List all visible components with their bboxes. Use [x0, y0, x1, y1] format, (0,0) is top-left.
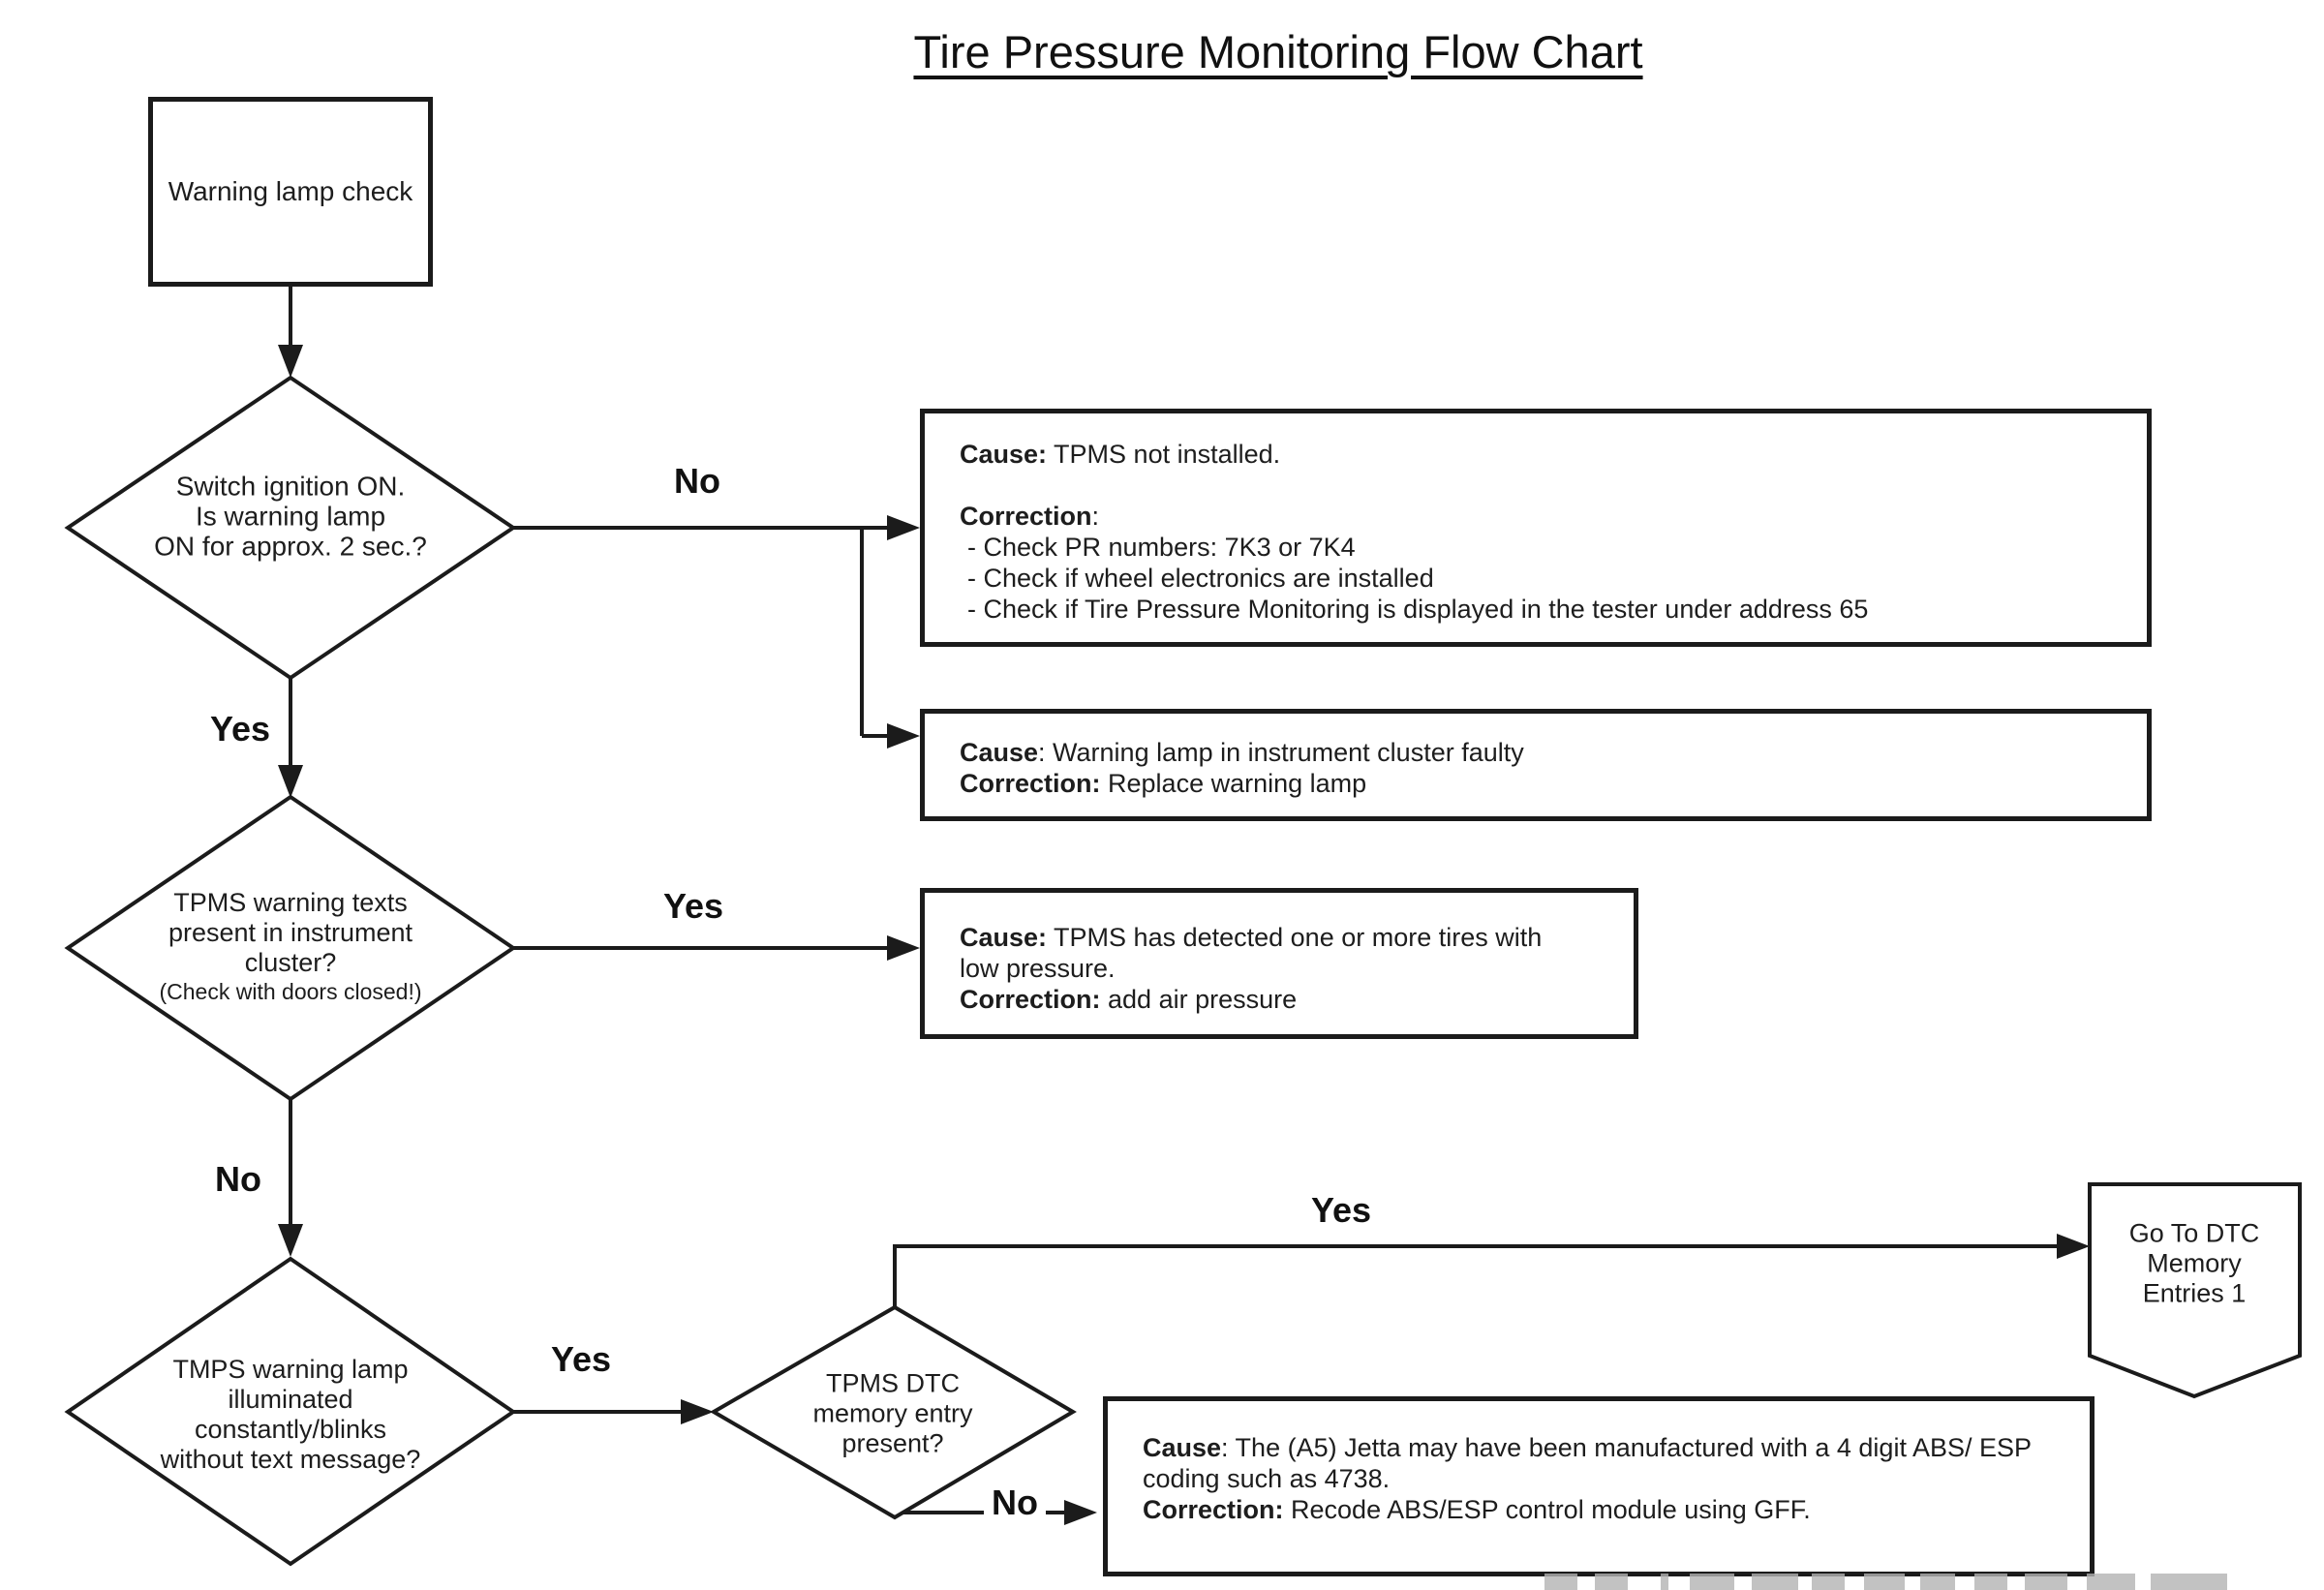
decision4-text: TPMS DTC memory entry present?	[812, 1368, 973, 1458]
edge-label-yes2: Yes	[662, 886, 724, 926]
decision1-text: Switch ignition ON. Is warning lamp ON f…	[154, 471, 427, 562]
correction-item: - Check if wheel electronics are install…	[967, 564, 1434, 593]
cause-box-warning-lamp-faulty: Cause: Warning lamp in instrument cluste…	[920, 709, 2152, 821]
page-title: Tire Pressure Monitoring Flow Chart	[913, 26, 1643, 77]
cause-box-low-pressure: Cause: TPMS has detected one or more tir…	[920, 888, 1638, 1039]
edge-label-no2: No	[215, 1159, 261, 1199]
edge-label-no1: No	[674, 461, 720, 501]
decision1-diamond	[64, 375, 517, 681]
offpage-connector-text: Go To DTC Memory Entries 1	[2128, 1218, 2260, 1308]
edge-label-yes1: Yes	[209, 709, 271, 749]
correction-item: - Check if Tire Pressure Monitoring is d…	[967, 595, 1869, 624]
edge-label-yes4: Yes	[1310, 1190, 1372, 1230]
decision2-diamond	[64, 794, 517, 1102]
start-node: Warning lamp check	[148, 97, 433, 287]
edge-label-no3: No	[984, 1483, 1046, 1523]
decision2-note: (Check with doors closed!)	[159, 979, 422, 1004]
decision2-text: TPMS warning texts present in instrument…	[159, 888, 422, 1004]
cause-box-tpms-not-installed: Cause: TPMS not installed. Correction: -…	[920, 409, 2152, 647]
arrowheads	[278, 345, 2090, 1525]
watermark-fragment	[1544, 1574, 2227, 1590]
decision3-text: TMPS warning lamp illuminated constantly…	[160, 1355, 421, 1474]
edge-label-yes3: Yes	[550, 1339, 612, 1379]
correction-item: - Check PR numbers: 7K3 or 7K4	[967, 533, 1356, 562]
decision3-diamond	[64, 1256, 517, 1567]
start-node-label: Warning lamp check	[168, 176, 413, 206]
decision4-diamond	[710, 1304, 1077, 1520]
offpage-connector-shape	[2088, 1182, 2302, 1399]
cause-box-abs-esp-coding: Cause: The (A5) Jetta may have been manu…	[1103, 1396, 2095, 1576]
